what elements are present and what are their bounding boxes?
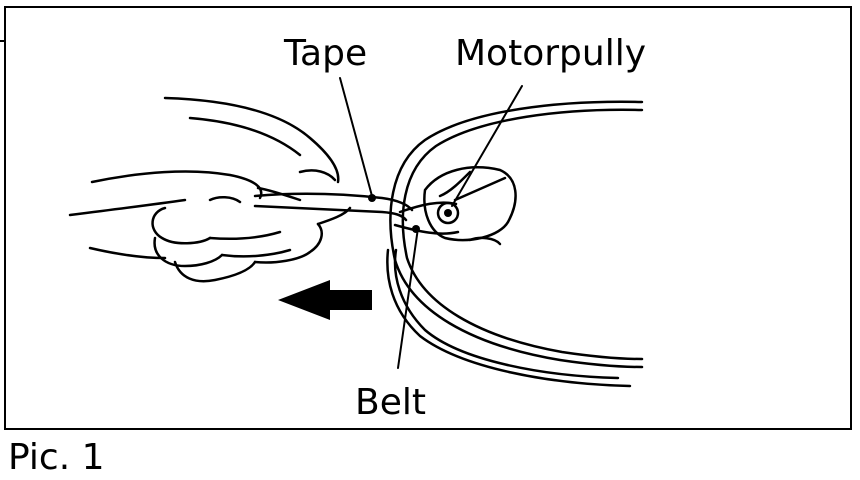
tape-label: Tape — [284, 33, 368, 74]
motorpully-leader-line — [451, 85, 523, 207]
tape-strip — [253, 186, 414, 222]
leader-lines — [339, 77, 523, 369]
hand-drawing — [68, 96, 352, 283]
arrow-left-icon — [278, 280, 372, 320]
frame-stub-line — [0, 40, 4, 42]
drum-belt-loops — [386, 100, 644, 388]
leader-dots — [368, 194, 420, 233]
motorpully-label: Motorpully — [455, 33, 647, 74]
belt-strand — [393, 170, 472, 235]
figure-caption: Pic. 1 — [8, 437, 105, 478]
motor-pulley — [436, 201, 460, 225]
belt-label: Belt — [355, 382, 426, 423]
tape-leader-line — [339, 77, 373, 197]
belt-leader-line — [397, 227, 419, 369]
figure-frame — [4, 6, 852, 430]
